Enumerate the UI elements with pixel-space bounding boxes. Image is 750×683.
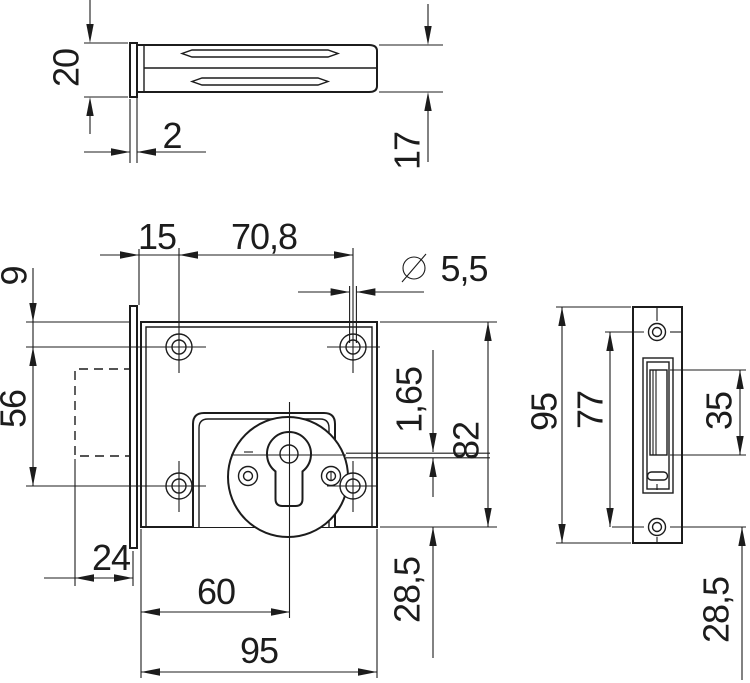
top-view: 20 2 17 (46, 0, 443, 170)
dim-label-plate-thickness: 2 (162, 115, 181, 156)
escutcheon-screw-left (237, 465, 259, 487)
diameter-symbol (401, 253, 427, 283)
faceplate-edge-top-view (129, 42, 138, 98)
dim-label-screw-spacing: 77 (570, 391, 611, 429)
latch-bar-lower (189, 77, 331, 86)
front-view-geometry (74, 305, 378, 549)
latch-cutout (642, 357, 674, 494)
dim-label-case-height: 82 (446, 422, 487, 460)
faceplate-screw-bottom (647, 517, 667, 543)
dim-label-top-to-hole: 9 (0, 266, 35, 285)
dim-label-plate-height-side: 95 (524, 393, 565, 431)
dim-label-cam-clearance: 1,65 (389, 367, 430, 433)
front-view-dimensions: 15 70,8 5,5 9 56 1,65 (0, 216, 497, 678)
latch-bolt-side (649, 369, 668, 456)
dim-label-bolt-depth: 24 (92, 537, 130, 578)
dim-label-plate-height: 20 (46, 49, 87, 87)
side-view-geometry (632, 306, 683, 544)
latch-bar-upper (179, 49, 341, 58)
side-view: 95 77 35 28,5 (524, 306, 746, 680)
adjustment-slot (646, 471, 669, 481)
dim-label-case-height-top: 17 (387, 132, 428, 170)
dim-label-latch-cutout: 35 (699, 392, 740, 430)
dim-label-hole-diameter: 5,5 (440, 248, 487, 289)
faceplate-edge-front-view (129, 305, 138, 549)
front-view: 15 70,8 5,5 9 56 1,65 (0, 216, 497, 678)
dim-label-cylinder-to-bottom: 28,5 (387, 557, 428, 623)
hidden-bolt-outline (74, 368, 133, 457)
dim-label-cylinder-offset: 60 (197, 571, 235, 612)
dim-label-edge-to-hole: 15 (138, 216, 176, 257)
top-view-dimensions: 20 2 17 (46, 0, 443, 170)
dim-label-case-width: 95 (240, 630, 278, 671)
dim-label-screw-to-bottom: 28,5 (696, 577, 737, 643)
dim-label-hole-spacing-v: 56 (0, 390, 34, 428)
side-view-dimensions: 95 77 35 28,5 (524, 306, 746, 680)
faceplate-screw-top (647, 308, 667, 342)
top-view-geometry (129, 42, 378, 98)
dim-label-hole-spacing-h: 70,8 (231, 216, 297, 257)
